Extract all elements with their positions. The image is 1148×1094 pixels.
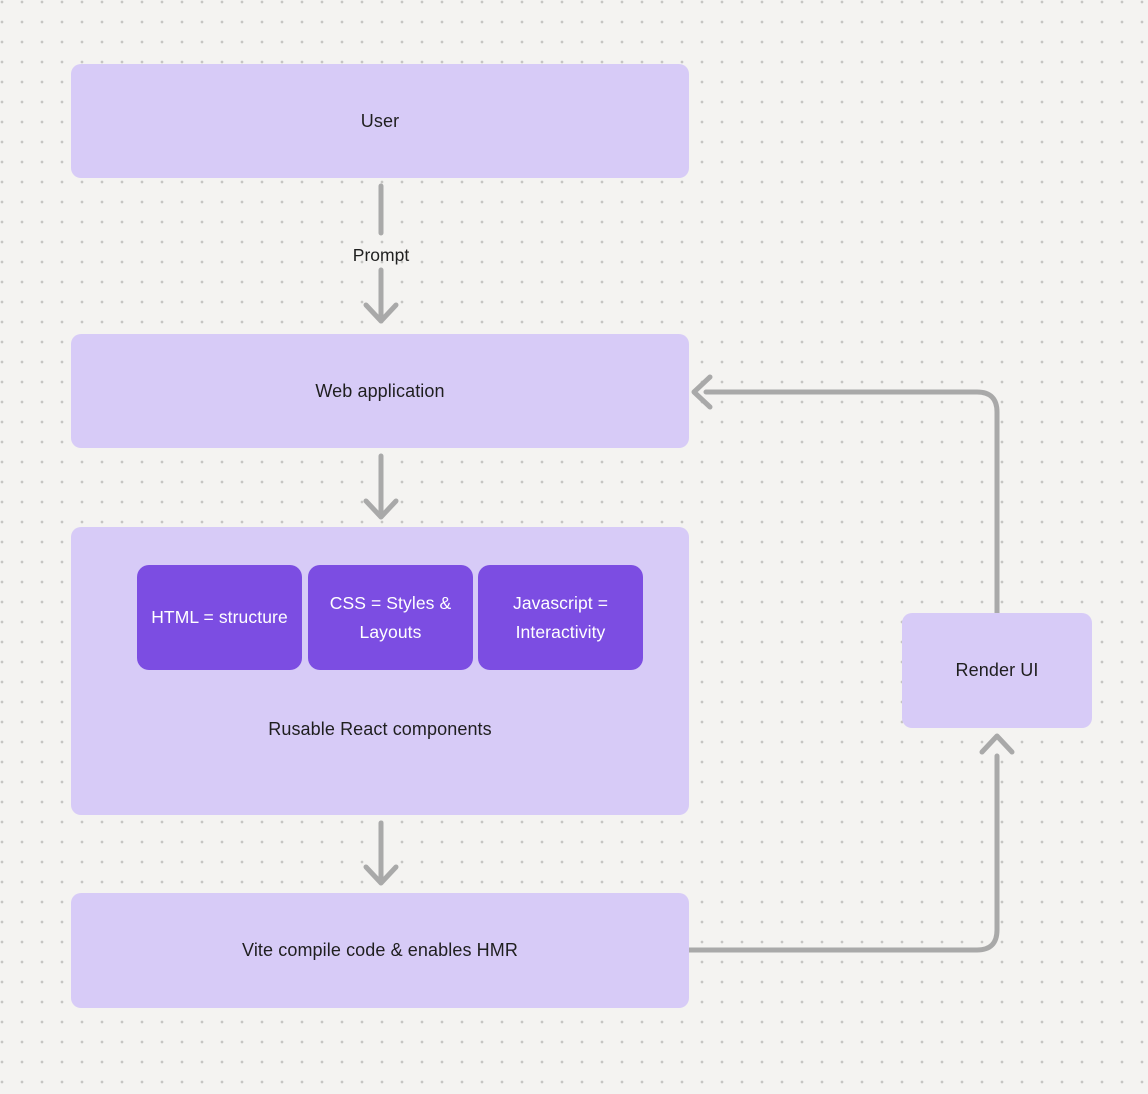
node-user[interactable]: User: [71, 64, 689, 178]
connector-elbow: [686, 753, 1000, 953]
node-vite[interactable]: Vite compile code & enables HMR: [71, 893, 689, 1008]
connector-webapp-to-components[interactable]: [363, 453, 399, 520]
node-css[interactable]: CSS = Styles & Layouts: [308, 565, 473, 670]
node-web-application-label: Web application: [315, 380, 445, 401]
node-render-ui-label: Render UI: [955, 660, 1039, 680]
node-javascript-label: Javascript = Interactivity: [512, 592, 609, 642]
arrowhead-up-icon: [979, 733, 1015, 755]
connector-elbow: [703, 389, 1000, 616]
arrowhead-left-icon: [691, 374, 713, 410]
node-render-ui[interactable]: Render UI: [902, 613, 1092, 728]
connector-vite-to-renderui[interactable]: [686, 733, 1015, 953]
node-html[interactable]: HTML = structure: [137, 565, 302, 670]
node-javascript[interactable]: Javascript = Interactivity: [478, 565, 643, 670]
edge-label-prompt: Prompt: [352, 245, 410, 265]
node-html-label: HTML = structure: [151, 607, 288, 627]
arrowhead-down-icon: [363, 498, 399, 520]
node-css-label: CSS = Styles & Layouts: [329, 592, 452, 642]
node-user-label: User: [360, 110, 400, 131]
connector-renderui-to-webapp[interactable]: [691, 374, 1000, 616]
connector-components-to-vite[interactable]: [363, 820, 399, 886]
arrowhead-down-icon: [363, 302, 399, 324]
arrowhead-down-icon: [363, 864, 399, 886]
node-vite-label: Vite compile code & enables HMR: [242, 940, 518, 960]
node-web-application[interactable]: Web application: [71, 334, 689, 448]
components-group-label: Rusable React components: [268, 719, 492, 739]
